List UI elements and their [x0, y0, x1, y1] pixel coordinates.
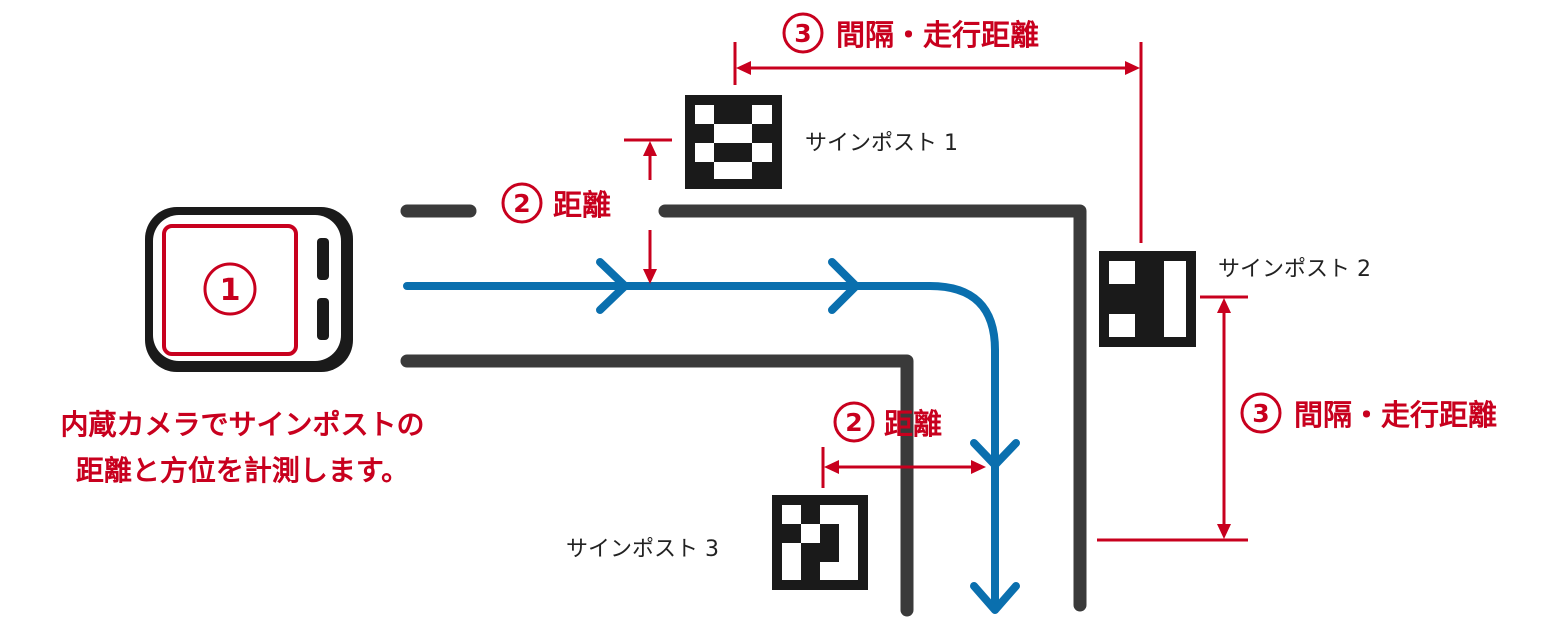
signpost-3-marker: [772, 495, 868, 590]
road-outer-edge: [658, 204, 1087, 612]
interval-label-top: 3 間隔・走行距離: [782, 12, 1039, 54]
distance-text-top: 距離: [553, 188, 611, 222]
measurement-lines: [624, 42, 1248, 542]
signpost-1-label: サインポスト 1: [805, 131, 958, 156]
camera-number-circle: [203, 262, 257, 316]
signpost-2-marker: [1099, 251, 1196, 347]
svg-text:3: 3: [1252, 399, 1269, 428]
route-arrow-head: [970, 582, 1020, 614]
distance-label-bottom: 2 距離: [833, 401, 942, 443]
svg-text:3: 3: [794, 19, 811, 48]
camera-number: 1: [220, 273, 241, 308]
road-inner-edge: [400, 354, 914, 617]
signpost-2-label: サインポスト 2: [1218, 257, 1371, 282]
route-arrow-2: [828, 258, 860, 314]
interval-label-right: 3 間隔・走行距離: [1240, 392, 1497, 434]
route-arrow-3: [970, 439, 1020, 469]
camera-caption-line-1: 内蔵カメラでサインポストの: [60, 408, 425, 441]
camera-caption-line-2: 距離と方位を計測します。: [75, 454, 410, 487]
signpost-3-label: サインポスト 3: [566, 537, 719, 562]
svg-text:2: 2: [513, 189, 530, 218]
route-path: [403, 282, 999, 609]
interval-text-right: 間隔・走行距離: [1294, 398, 1497, 432]
road-edges: [400, 204, 1087, 617]
measurement-arrowheads: [643, 61, 1231, 539]
interval-text-top: 間隔・走行距離: [836, 18, 1039, 52]
route-arrow-1: [596, 258, 629, 314]
svg-text:2: 2: [845, 408, 862, 437]
distance-label-top: 2 距離: [478, 180, 654, 230]
vehicle-icon: 1: [145, 207, 353, 372]
vehicle-route: [403, 258, 1020, 614]
signpost-1-marker: [685, 95, 782, 189]
distance-text-bottom: 距離: [884, 407, 942, 441]
